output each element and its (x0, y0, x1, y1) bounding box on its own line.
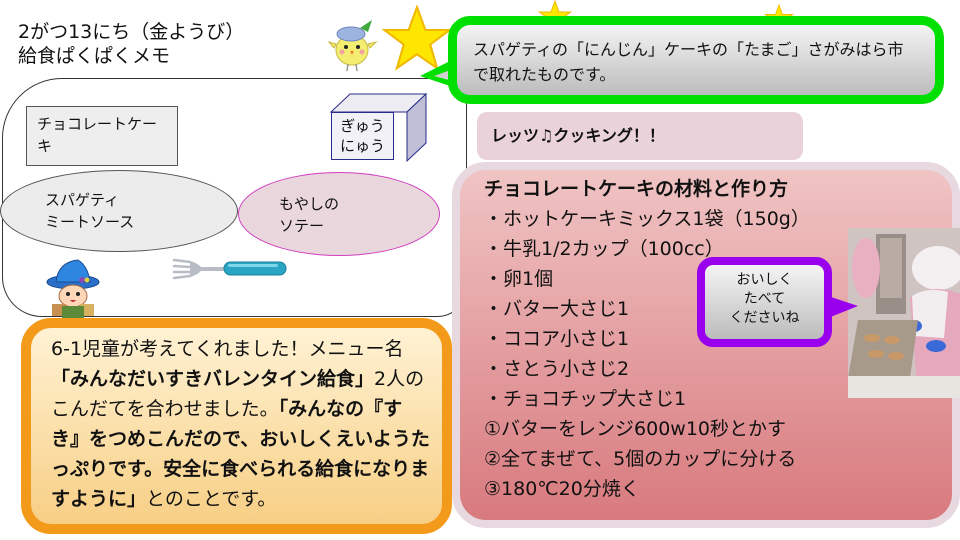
spaghetti-label-line1: スパゲティ (45, 191, 120, 209)
ingredient-item: ・バター大さじ1 (484, 298, 630, 320)
ingredient-item: ・卵1個 (484, 268, 554, 290)
milk-carton-icon (330, 93, 428, 163)
ingredient-item: ・ホットケーキミックス1袋（150g） (484, 208, 810, 230)
speech-tail (828, 296, 858, 318)
menu-item-spaghetti: スパゲティ ミートソース (0, 170, 238, 252)
menu-item-milk: ぎゅう にゅう (331, 112, 394, 160)
menu-item-chocolate-cake: チョコレートケーキ (26, 106, 178, 166)
milk-label-line2: にゅう (339, 137, 385, 155)
student-quote: 「みんなの『すき』をつめこんだので、おいしくえいようたっぷりです。安全に食べられ… (51, 398, 430, 510)
fork-icon (172, 258, 287, 280)
eat-well-bubble: おいしく たべて くださいね (697, 257, 832, 347)
eat-well-line2: たべて (743, 291, 786, 307)
kitchen-staff-photo (848, 228, 960, 398)
message-intro: 6-1児童が考えてくれました！メニュー名 (51, 338, 404, 360)
eat-well-line1: おいしく (736, 272, 793, 288)
eat-well-line3: くださいね (729, 310, 800, 326)
date-heading: 2がつ13にち（金ようび） (18, 21, 245, 43)
page-title: 2がつ13にち（金ようび） 給食ぱくぱくメモ (18, 20, 244, 68)
local-produce-bubble: スパゲティの「にんじん」ケーキの「たまご」さがみはら市で取れたものです。 (448, 16, 944, 104)
menu-item-moyashi-saute: もやしの ソテー (238, 172, 440, 256)
message-middle: 2人のこんだてを合わせました。 (51, 368, 425, 420)
message-end: とのことです。 (146, 488, 277, 510)
ingredient-item: ・さとう小さじ2 (484, 358, 630, 380)
star-icon (382, 5, 452, 71)
ingredient-item: ・チョコチップ大さじ1 (484, 388, 687, 410)
spaghetti-label-line2: ミートソース (45, 213, 135, 231)
lets-cooking-heading: レッツ♫クッキング！！ (477, 112, 803, 160)
ingredient-item: ・牛乳1/2カップ（100cc） (484, 238, 724, 260)
student-message-bubble: 6-1児童が考えてくれました！メニュー名「みんなだいすきバレンタイン給食」2人の… (21, 318, 452, 534)
recipe-step: ③180℃20分焼く (484, 478, 640, 500)
memo-subtitle: 給食ぱくぱくメモ (18, 45, 171, 67)
boy-mascot-icon (46, 259, 100, 318)
recipe-step: ①バターをレンジ600w10秒とかす (484, 418, 787, 440)
moyashi-label-line2: ソテー (279, 217, 325, 235)
moyashi-label-line1: もやしの (279, 195, 340, 213)
menu-name: 「みんなだいすきバレンタイン給食」 (51, 368, 375, 390)
milk-label-line1: ぎゅう (340, 117, 385, 135)
recipe-title: チョコレートケーキの材料と作り方 (484, 178, 789, 200)
chick-mascot-icon (328, 20, 378, 72)
ingredient-item: ・ココア小さじ1 (484, 328, 630, 350)
recipe-step: ②全てまぜて、5個のカップに分ける (484, 448, 797, 470)
kitchen-photo-image (848, 228, 960, 398)
